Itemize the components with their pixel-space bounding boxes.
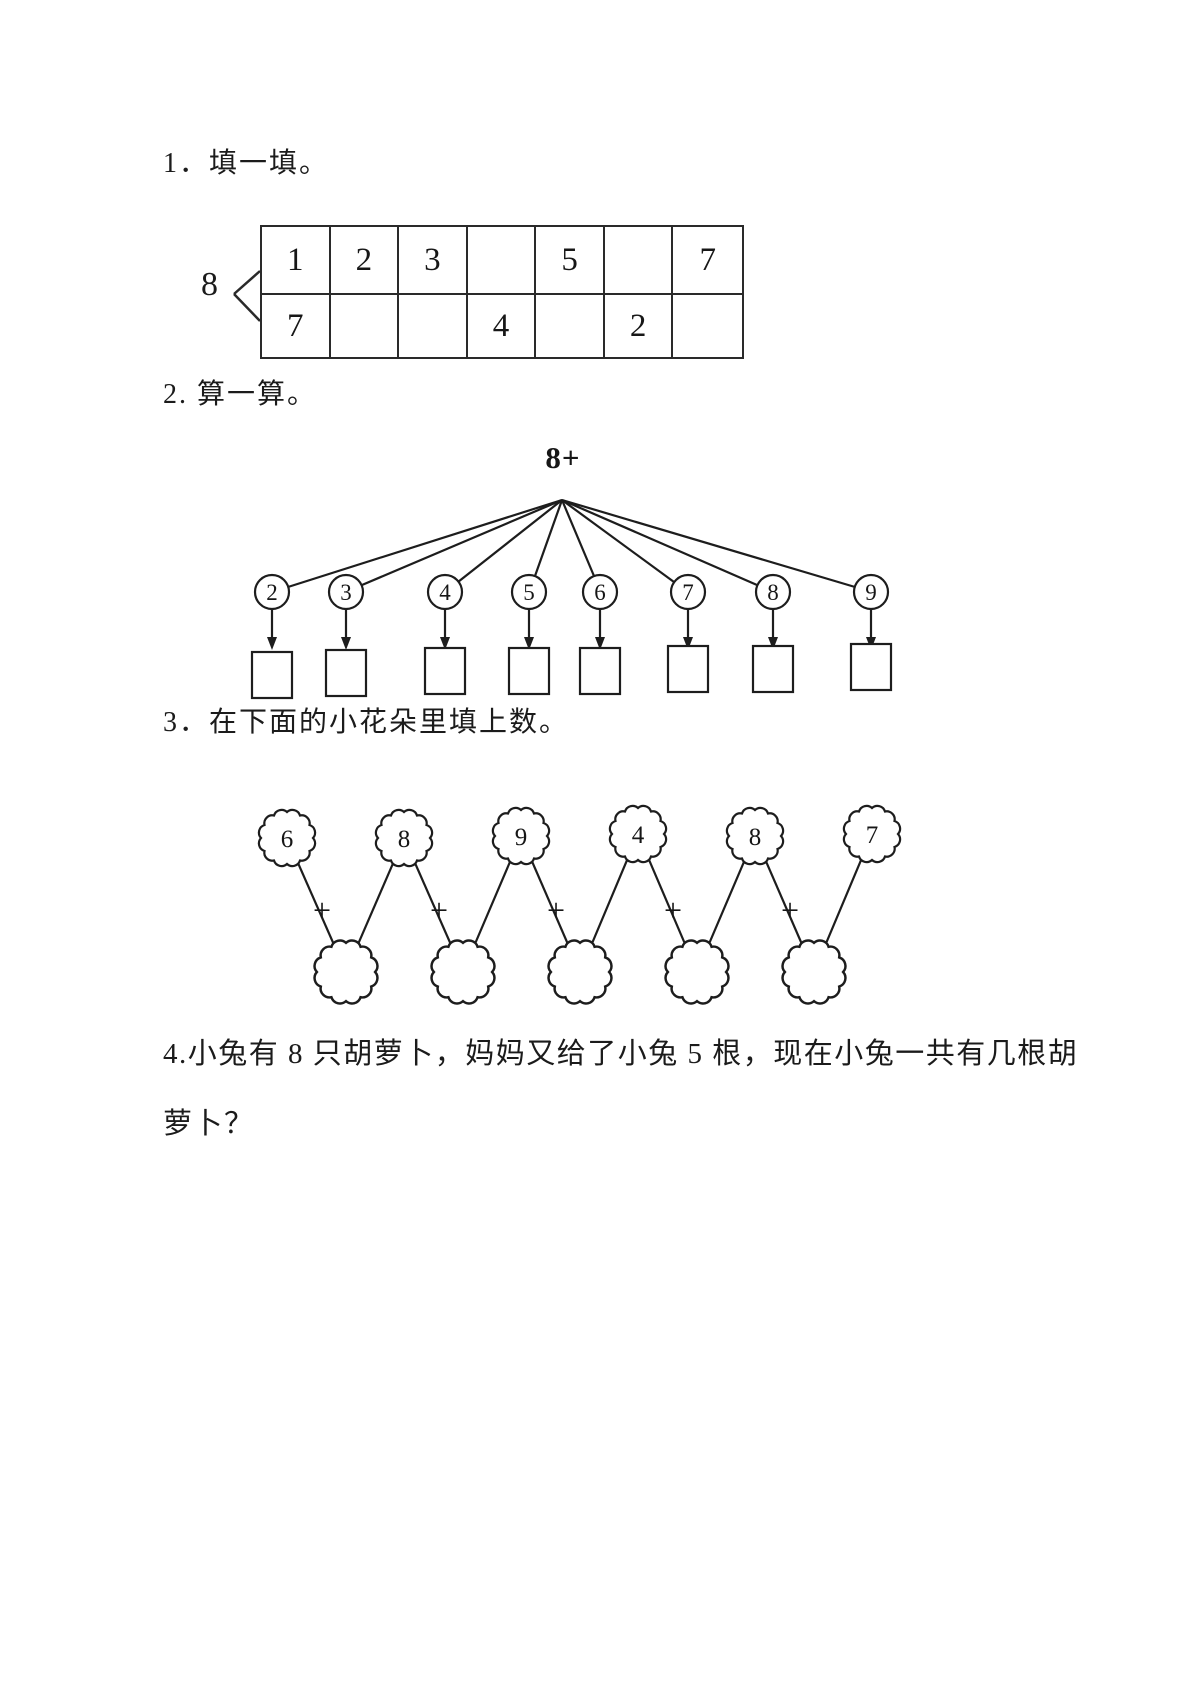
table-cell: 2 — [605, 295, 674, 357]
circle-number: 9 — [865, 580, 877, 605]
answer-box[interactable] — [849, 642, 893, 692]
circle-number: 3 — [340, 580, 352, 605]
plus-icon: + — [430, 892, 448, 928]
question-3-title: 3．在下面的小花朵里填上数。 — [163, 707, 570, 738]
table-cell: 5 — [536, 227, 605, 295]
fan-diagram: 2 3 4 5 6 7 8 9 — [250, 498, 893, 700]
arrow-icons — [267, 609, 876, 650]
circle-number: 6 — [594, 580, 606, 605]
answer-flower[interactable] — [664, 939, 730, 1005]
number-pairs-table: 1 2 3 5 7 7 4 2 — [260, 225, 744, 359]
answer-flower[interactable] — [547, 939, 613, 1005]
top-flowers — [257, 804, 902, 868]
flower-diagram: 6 8 9 4 8 7 + + + + + — [257, 804, 902, 1005]
bottom-flowers — [313, 939, 847, 1005]
answer-box[interactable] — [250, 650, 294, 700]
plus-icon: + — [781, 892, 799, 928]
table-cell-blank[interactable] — [467, 227, 537, 295]
table-cell: 7 — [262, 295, 331, 357]
answer-flower[interactable] — [430, 939, 496, 1005]
fan-lines — [287, 498, 856, 589]
table-cell: 1 — [262, 227, 331, 295]
flower-number: 4 — [632, 822, 645, 849]
answer-box[interactable] — [423, 646, 467, 696]
flower-number: 8 — [398, 826, 411, 853]
flower-number: 6 — [281, 826, 294, 853]
answer-flower[interactable] — [781, 939, 847, 1005]
table-cell: 7 — [673, 227, 742, 295]
table-cell-blank[interactable] — [331, 295, 400, 357]
flower-number: 9 — [515, 824, 528, 851]
table-cell: 2 — [330, 227, 400, 295]
answer-box[interactable] — [507, 646, 551, 696]
answer-flower[interactable] — [313, 939, 379, 1005]
split-total-number: 8 — [201, 266, 218, 303]
circle-number: 2 — [266, 580, 278, 605]
flower-number: 8 — [749, 824, 762, 851]
circle-number: 4 — [439, 580, 451, 605]
question-1-title: 1．填一填。 — [163, 148, 330, 179]
plus-icon: + — [313, 892, 331, 928]
table-cell: 4 — [468, 295, 537, 357]
circle-number: 5 — [523, 580, 535, 605]
table-cell-blank[interactable] — [536, 295, 605, 357]
answer-box[interactable] — [324, 648, 368, 698]
question-4-line2: 萝卜？ — [163, 1108, 255, 1140]
table-cell-blank[interactable] — [604, 227, 674, 295]
circle-number: 8 — [767, 580, 779, 605]
circle-number: 7 — [682, 580, 694, 605]
number-circles — [253, 573, 890, 611]
flower-number: 7 — [866, 822, 879, 849]
fan-expression: 8+ — [545, 440, 581, 475]
plus-icon: + — [664, 892, 682, 928]
table-cell-blank[interactable] — [673, 295, 742, 357]
answer-box[interactable] — [751, 644, 795, 694]
question-2-title: 2. 算一算。 — [163, 379, 318, 410]
table-cell-blank[interactable] — [399, 295, 468, 357]
split-bracket — [233, 270, 261, 322]
table-cell: 3 — [399, 227, 468, 295]
plus-icon: + — [547, 892, 565, 928]
answer-box[interactable] — [666, 644, 710, 694]
question-4-line1: 4.小兔有 8 只胡萝卜，妈妈又给了小兔 5 根，现在小兔一共有几根胡 — [163, 1038, 1079, 1070]
answer-box[interactable] — [578, 646, 622, 696]
